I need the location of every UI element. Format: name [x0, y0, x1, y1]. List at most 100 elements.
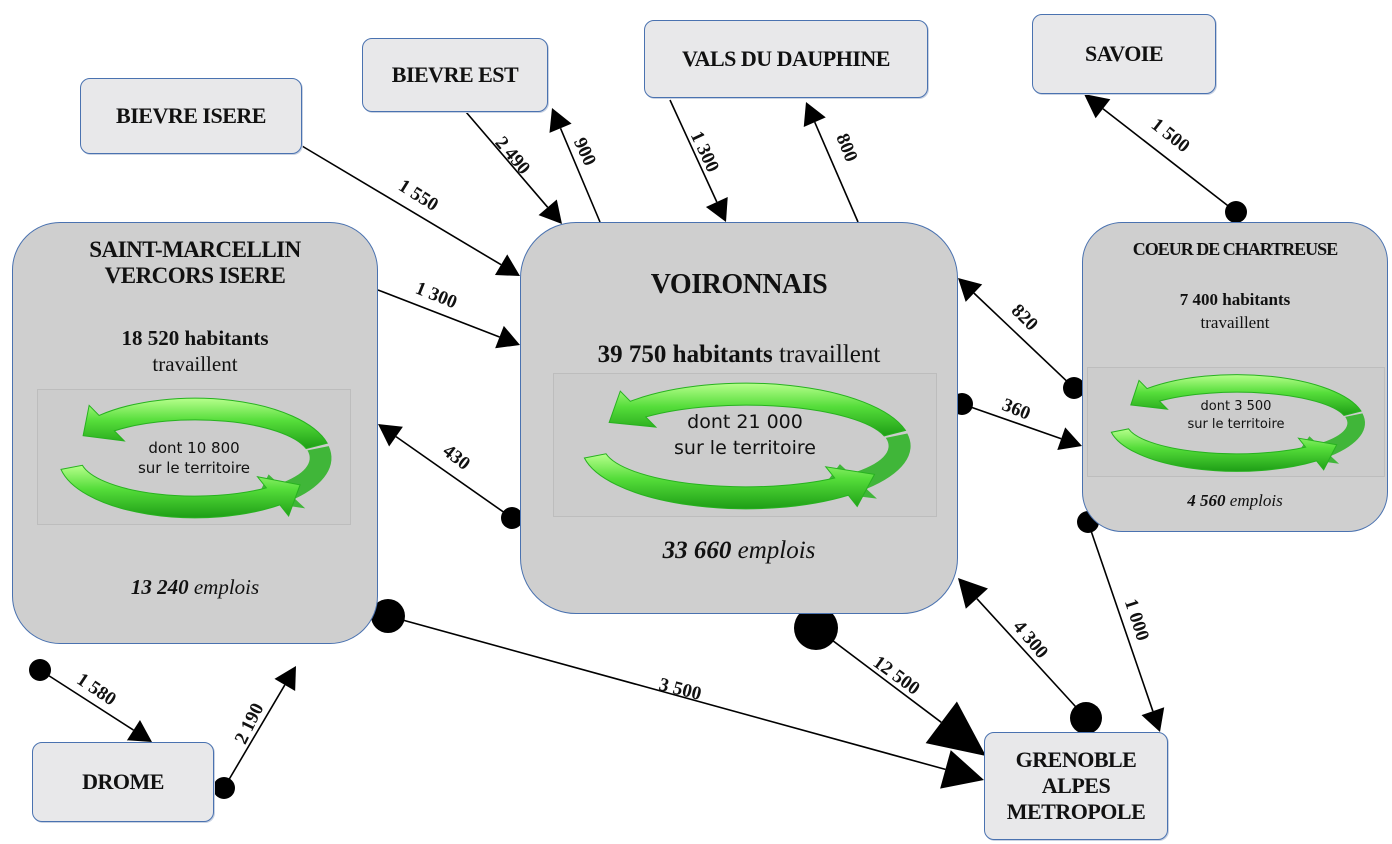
flow-line: [814, 121, 859, 223]
box-drome-label: DROME: [82, 769, 164, 794]
box-bievre-isere: BIEVRE ISERE: [80, 78, 302, 154]
flow-line: [976, 598, 1087, 719]
zone-chartreuse-dont: dont 3 500: [1200, 399, 1272, 414]
flow-line: [377, 289, 500, 338]
zone-st-marcellin-habitants-count: 18 520 habitants: [121, 326, 269, 350]
flow-arrow: [301, 145, 520, 276]
zone-chartreuse-title: COEUR DE CHARTREUSE: [1132, 239, 1338, 259]
box-grenoble-line3: METROPOLE: [1006, 798, 1146, 824]
cycle-arrow-bottom: [60, 464, 301, 519]
arrowhead-icon: [549, 108, 572, 133]
flow-arrow: [1084, 94, 1247, 223]
cycle-arrow-top: [608, 382, 907, 437]
zone-voironnais-emplois-num: 33 660: [662, 537, 732, 564]
arrowhead-icon: [495, 325, 520, 349]
box-vals-dauphine-label: VALS DU DAUPHINE: [682, 46, 890, 71]
flow-origin-dot: [1063, 377, 1085, 399]
flow-line: [387, 615, 946, 771]
flow-line: [223, 684, 286, 789]
flow-arrow: [549, 108, 601, 223]
box-grenoble-line1: GRENOBLE: [1015, 747, 1137, 773]
flow-line: [465, 111, 549, 208]
zone-voironnais-territoire: sur le territoire: [674, 436, 816, 459]
box-savoie: SAVOIE: [1032, 14, 1216, 94]
arrowhead-icon: [925, 701, 986, 756]
zone-chartreuse-territoire: sur le territoire: [1187, 416, 1285, 432]
flow-origin-dot: [371, 599, 405, 633]
zone-chartreuse-emplois-label: emplois: [1229, 491, 1283, 510]
cycle-arrow-top: [82, 397, 329, 450]
arrowhead-icon: [274, 666, 296, 692]
flow-arrow: [794, 606, 986, 756]
zone-voironnais-travaillent: travaillent: [778, 341, 881, 368]
arrowhead-icon: [958, 578, 988, 609]
cycle-arrow-bottom: [1110, 428, 1338, 472]
cycle-arrows-icon: [1110, 374, 1365, 472]
box-grenoble-line2: ALPES: [1041, 773, 1111, 799]
flow-arrow: [1077, 511, 1165, 732]
arrowhead-icon: [1084, 94, 1111, 119]
flow-arrow: [378, 424, 523, 529]
arrowhead-icon: [1141, 707, 1165, 732]
flow-arrow: [377, 289, 520, 349]
zone-st-marcellin-title-line1: SAINT-MARCELLIN: [89, 237, 301, 262]
zone-chartreuse-cycle-panel: dont 3 500 sur le territoire: [1087, 367, 1385, 477]
box-drome: DROME: [32, 742, 214, 822]
arrowhead-icon: [538, 199, 562, 224]
zone-st-marcellin-title-line2: VERCORS ISERE: [104, 263, 286, 289]
zone-st-marcellin: SAINT-MARCELLIN VERCORS ISERE 18 520 hab…: [12, 222, 378, 644]
box-bievre-est: BIEVRE EST: [362, 38, 548, 112]
flow-origin-dot: [1070, 702, 1102, 734]
flow-origin-dot: [29, 659, 51, 681]
flow-line: [39, 669, 134, 731]
arrowhead-icon: [705, 196, 728, 222]
flow-arrow: [371, 599, 984, 789]
zone-st-marcellin-emplois-label: emplois: [193, 575, 260, 599]
arrowhead-icon: [958, 278, 983, 302]
flow-origin-dot: [501, 507, 523, 529]
zone-chartreuse-travaillent: travaillent: [1200, 312, 1270, 332]
box-bievre-est-label: BIEVRE EST: [391, 62, 519, 87]
cycle-arrow-top: [1130, 374, 1362, 416]
zone-voironnais-title: VOIRONNAIS: [650, 269, 828, 300]
zone-st-marcellin-emplois-num: 13 240: [130, 575, 189, 599]
arrowhead-icon: [803, 102, 826, 127]
cycle-arrows-icon: [583, 382, 911, 510]
box-vals-dauphine: VALS DU DAUPHINE: [644, 20, 928, 98]
zone-st-marcellin-emplois: 13 240 emplois: [13, 575, 377, 600]
zone-st-marcellin-travaillent: travaillent: [152, 352, 238, 377]
zone-chartreuse: COEUR DE CHARTREUSE 7 400 habitants trav…: [1082, 222, 1388, 532]
flow-line: [815, 627, 942, 723]
zone-st-marcellin-cycle-text: dont 10 800 sur le territoire: [38, 438, 350, 479]
cycle-arrow-bottom: [583, 453, 876, 510]
arrowhead-icon: [1057, 427, 1082, 451]
cycle-arrows-icon: [60, 397, 332, 519]
zone-st-marcellin-territoire: sur le territoire: [137, 459, 251, 478]
flow-arrow: [958, 578, 1102, 734]
box-bievre-isere-label: BIEVRE ISERE: [116, 103, 266, 128]
flow-line: [961, 403, 1062, 440]
zone-chartreuse-cycle-text: dont 3 500 sur le territoire: [1088, 398, 1384, 433]
zone-chartreuse-emplois: 4 560 emplois: [1083, 491, 1387, 511]
flow-arrow: [958, 278, 1085, 399]
arrowhead-icon: [127, 720, 152, 742]
flow-origin-dot: [794, 606, 838, 650]
zone-voironnais-cycle-panel: dont 21 000 sur le territoire: [553, 373, 937, 517]
flow-line: [1087, 521, 1154, 712]
flow-line: [669, 99, 718, 203]
flow-origin-dot: [1225, 201, 1247, 223]
zone-voironnais: VOIRONNAIS 39 750 habitants travaillent …: [520, 222, 958, 614]
box-grenoble: GRENOBLE ALPES METROPOLE: [984, 732, 1168, 840]
zone-voironnais-habitants-count: 39 750 habitants: [597, 341, 773, 368]
zone-voironnais-emplois: 33 660 emplois: [521, 537, 957, 565]
zone-voironnais-emplois-label: emplois: [737, 537, 816, 564]
zone-chartreuse-habitants: 7 400 habitants travaillent: [1083, 289, 1387, 335]
flow-arrow: [669, 99, 728, 222]
zone-chartreuse-habitants-count: 7 400 habitants: [1179, 290, 1291, 309]
arrowhead-icon: [940, 750, 984, 789]
zone-voironnais-habitants: 39 750 habitants travaillent: [521, 341, 957, 369]
zone-voironnais-dont: dont 21 000: [687, 411, 803, 433]
zone-st-marcellin-cycle-panel: dont 10 800 sur le territoire: [37, 389, 351, 525]
flow-line: [559, 127, 601, 223]
